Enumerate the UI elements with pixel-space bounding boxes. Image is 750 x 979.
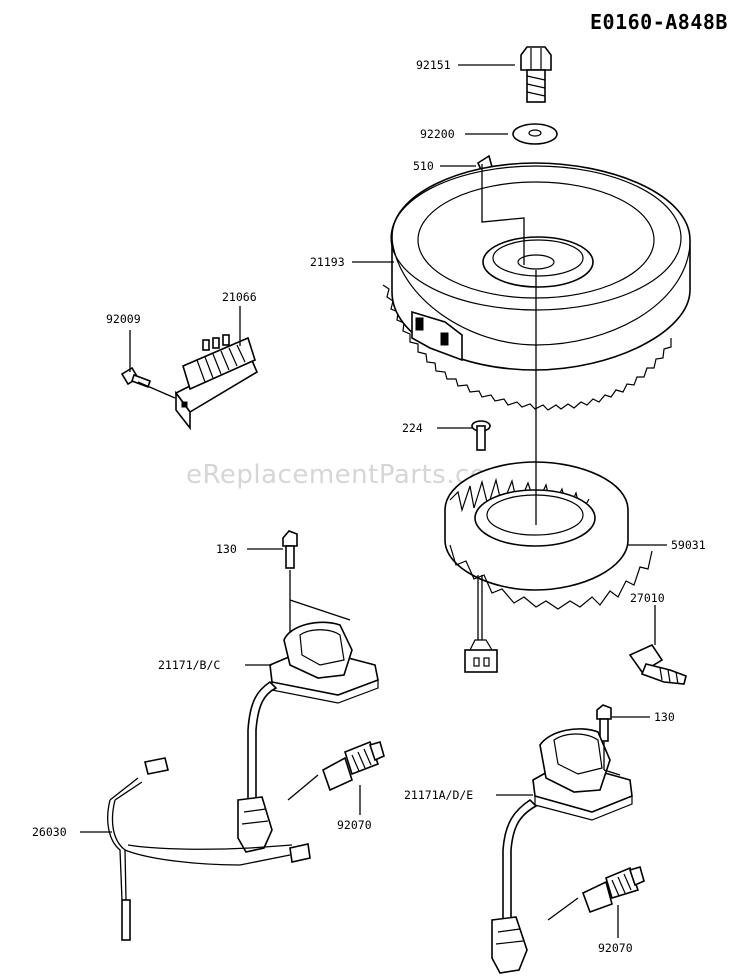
label-27010[interactable]: 27010 [630,591,665,605]
label-59031[interactable]: 59031 [671,538,706,552]
label-21066[interactable]: 21066 [222,290,257,304]
ignition-coil-21171-b-c[interactable] [237,570,379,853]
bolt-130-left[interactable] [282,530,298,569]
label-21193[interactable]: 21193 [310,255,345,269]
label-21171-b-c[interactable]: 21171/B/C [158,658,220,672]
leader-92009 [129,330,176,399]
label-26030[interactable]: 26030 [32,825,67,839]
label-130-left[interactable]: 130 [216,542,237,556]
screw-92009[interactable] [120,366,152,389]
washer-92200[interactable] [512,123,558,145]
bolt-130-right[interactable] [596,704,612,742]
spark-plug-92070-left[interactable] [287,740,385,801]
label-92070-right[interactable]: 92070 [598,941,633,955]
regulator-21066[interactable] [174,334,259,431]
sensor-27010[interactable] [628,643,687,685]
label-21171a-d-e[interactable]: 21171A/D/E [404,788,473,802]
screw-224[interactable] [471,420,491,451]
label-92070-left[interactable]: 92070 [337,818,372,832]
ignition-coil-21171a-d-e[interactable] [491,728,633,974]
label-92009[interactable]: 92009 [106,312,141,326]
label-92200[interactable]: 92200 [420,127,455,141]
diagram-code: E0160-A848B [590,10,728,34]
spark-plug-92070-right[interactable] [547,866,645,921]
label-224[interactable]: 224 [402,421,423,435]
label-92151[interactable]: 92151 [416,58,451,72]
label-510[interactable]: 510 [413,159,434,173]
label-130-right[interactable]: 130 [654,710,675,724]
harness-26030[interactable] [107,757,311,941]
stator-59031[interactable] [444,461,653,673]
bolt-92151[interactable] [520,46,552,103]
flywheel-21193[interactable] [382,162,691,411]
